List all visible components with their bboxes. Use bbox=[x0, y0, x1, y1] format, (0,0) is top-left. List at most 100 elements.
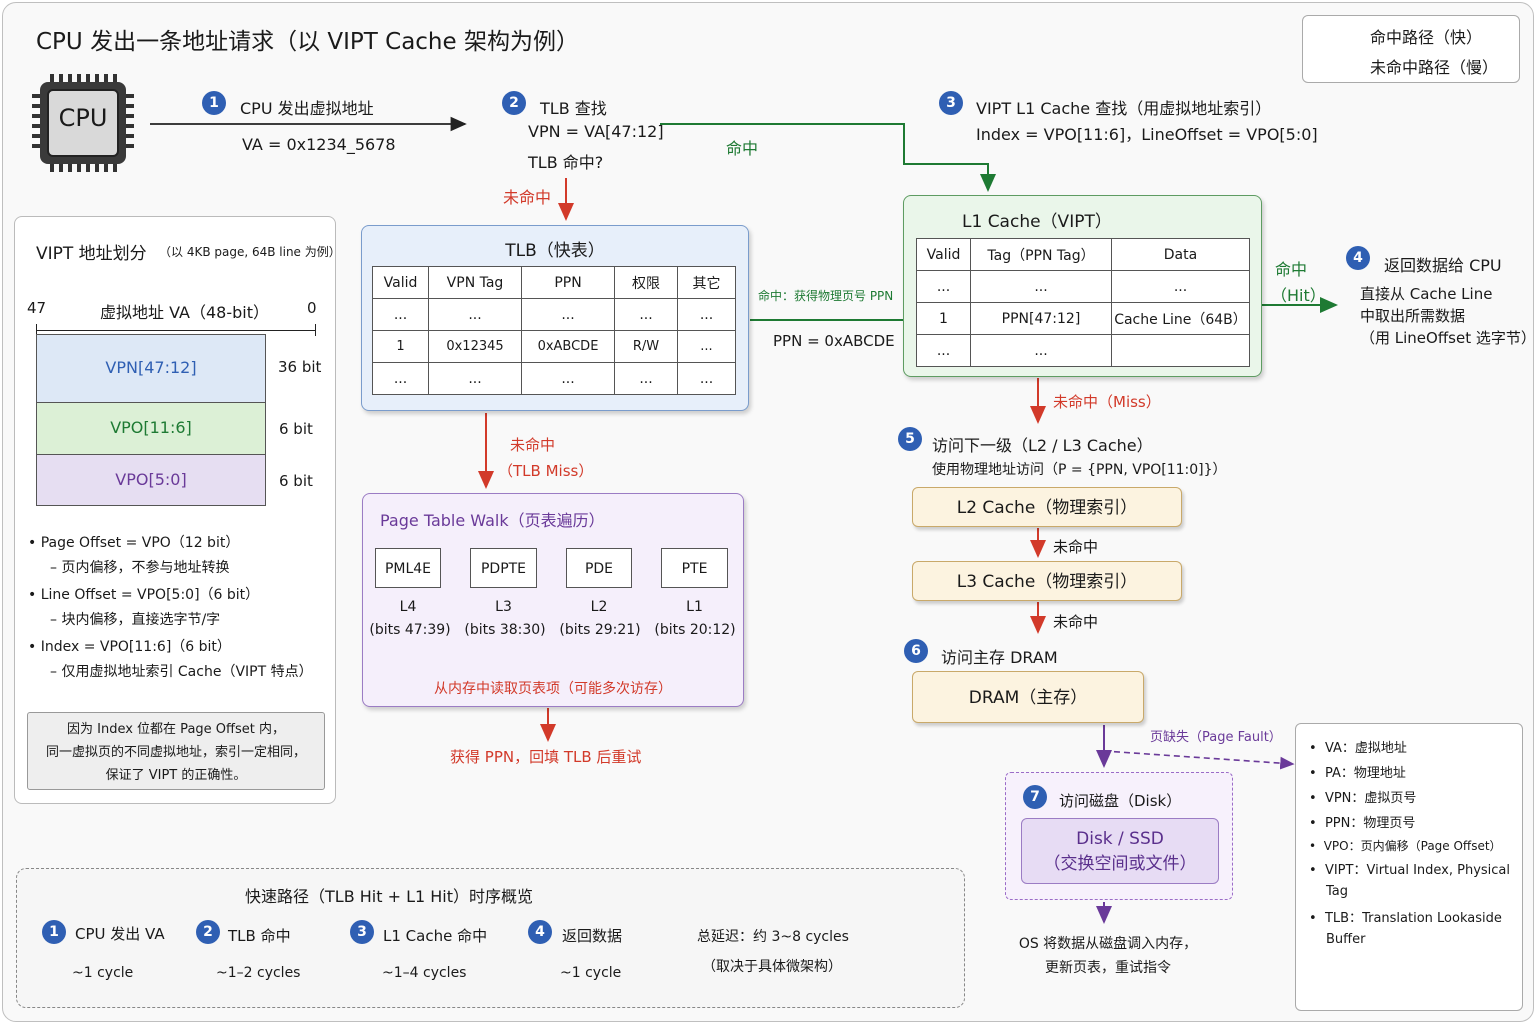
step-6-title: 访问主存 DRAM bbox=[941, 648, 1058, 667]
table-row: ......... bbox=[916, 270, 1250, 303]
tlb-cell: ... bbox=[428, 298, 522, 331]
page-title: CPU 发出一条地址请求（以 VIPT Cache 架构为例） bbox=[36, 29, 579, 55]
tlb-header-cell: 其它 bbox=[677, 266, 736, 299]
vpo-offset-segment-label: VPO[5:0] bbox=[115, 470, 187, 489]
ptw-node-pml4e: PML4E bbox=[375, 548, 441, 588]
tlb-header-cell: Valid bbox=[372, 266, 429, 299]
tlb-title: TLB（快表） bbox=[505, 241, 605, 261]
cpu-chip-icon: CPU bbox=[32, 74, 134, 172]
timeline-title: 快速路径（TLB Hit + L1 Hit）时序概览 bbox=[245, 887, 534, 906]
step-3-badge: 3 bbox=[939, 91, 963, 115]
bullet-sub: – 页内偏移，不参与地址转换 bbox=[50, 560, 230, 576]
l1-miss-label: 未命中（Miss） bbox=[1053, 393, 1161, 411]
tlb-cell: 0x12345 bbox=[428, 330, 522, 363]
bullet-main: Line Offset = VPO[5:0]（6 bit） bbox=[40, 587, 260, 603]
l2-cache-box: L2 Cache（物理索引） bbox=[912, 487, 1182, 527]
step-4-line: 中取出所需数据 bbox=[1360, 307, 1466, 325]
l1-cell: ... bbox=[970, 270, 1112, 303]
bullet-sub: – 块内偏移，直接选字节/字 bbox=[50, 612, 221, 628]
tlb-header-cell: VPN Tag bbox=[428, 266, 522, 299]
l1-cache-title: L1 Cache（VIPT） bbox=[962, 212, 1112, 232]
glossary-item: • TLB：Translation Lookaside Buffer bbox=[1309, 911, 1502, 947]
step-3-index: Index = VPO[11:6]，LineOffset = VPO[5:0] bbox=[976, 125, 1318, 144]
table-row: ............... bbox=[372, 362, 736, 395]
timeline-cycles: ~1 cycle bbox=[560, 965, 622, 981]
l1-cell: ... bbox=[1111, 270, 1250, 303]
step-7-title: 访问磁盘（Disk） bbox=[1059, 792, 1182, 810]
l1-header-cell: Tag（PPN Tag） bbox=[970, 238, 1112, 271]
legend-hit-label: 命中路径（快） bbox=[1370, 28, 1483, 47]
step-1-badge: 1 bbox=[202, 91, 226, 115]
tlb-header-row: Valid VPN Tag PPN 权限 其它 bbox=[372, 266, 736, 299]
tlb-cell: ... bbox=[614, 298, 678, 331]
timeline-badge: 4 bbox=[528, 920, 552, 944]
vpn-segment: VPN[47:12] bbox=[36, 334, 266, 403]
vpo-offset-bits: 6 bit bbox=[279, 472, 313, 490]
glossary-item: • PPN：物理页号 bbox=[1309, 816, 1416, 831]
step-2-badge: 2 bbox=[502, 91, 526, 115]
step-5-badge: 5 bbox=[898, 427, 922, 451]
ptw-bits: (bits 47:39) bbox=[369, 622, 451, 638]
vipt-va-label: 虚拟地址 VA（48-bit） bbox=[100, 303, 269, 322]
glossary-item: • VPN：虚拟页号 bbox=[1309, 791, 1417, 806]
vipt-bit-high: 47 bbox=[27, 299, 47, 317]
timeline-cycles: ~1 cycle bbox=[72, 965, 134, 981]
vpo-offset-segment: VPO[5:0] bbox=[36, 454, 266, 506]
vipt-note-line: 同一虚拟页的不同虚拟地址，索引一定相同， bbox=[45, 745, 306, 760]
cpu-chip-label: CPU bbox=[58, 104, 108, 132]
disk-label: Disk / SSD bbox=[1076, 829, 1164, 849]
table-row: ............... bbox=[372, 298, 736, 331]
tlb-miss-label: 未命中 bbox=[510, 436, 556, 454]
legend bbox=[1302, 15, 1520, 83]
tlb-header-cell: PPN bbox=[521, 266, 615, 299]
tlb-cell: ... bbox=[372, 298, 429, 331]
l3-miss-label: 未命中 bbox=[1053, 613, 1099, 631]
disk-ssd-box: Disk / SSD （交换空间或文件） bbox=[1021, 818, 1219, 884]
timeline-cycles: ~1–2 cycles bbox=[216, 965, 301, 981]
page-fault-label: 页缺失（Page Fault） bbox=[1150, 730, 1282, 745]
ptw-node-pde: PDE bbox=[566, 548, 632, 588]
vipt-note: 因为 Index 位都在 Page Offset 内， 同一虚拟页的不同虚拟地址… bbox=[27, 712, 325, 790]
table-row: ...... bbox=[916, 334, 1250, 367]
tlb-cell: ... bbox=[614, 362, 678, 395]
tlb-cell: 0xABCDE bbox=[521, 330, 615, 363]
ptw-title: Page Table Walk（页表遍历） bbox=[380, 511, 605, 530]
disk-sublabel: （交换空间或文件） bbox=[1043, 854, 1197, 874]
vipt-title: VIPT 地址划分 bbox=[36, 244, 147, 264]
step-4-line: （用 LineOffset 选字节） bbox=[1360, 329, 1536, 347]
timeline-label: L1 Cache 命中 bbox=[383, 927, 488, 945]
timeline-label: TLB 命中 bbox=[228, 927, 291, 945]
tlb-hit-label: 命中 bbox=[726, 139, 759, 158]
tlb-cell: ... bbox=[677, 330, 736, 363]
dram-box: DRAM（主存） bbox=[912, 671, 1144, 723]
glossary-item: • PA：物理地址 bbox=[1309, 766, 1406, 781]
l3-cache-box: L3 Cache（物理索引） bbox=[912, 561, 1182, 601]
glossary-panel bbox=[1295, 723, 1523, 1011]
tlb-cell: ... bbox=[521, 362, 615, 395]
step-4-desc: 直接从 Cache Line 中取出所需数据 （用 LineOffset 选字节… bbox=[1360, 283, 1536, 349]
vipt-panel bbox=[14, 216, 336, 804]
step-6-badge: 6 bbox=[904, 639, 928, 663]
ptw-note: 从内存中读取页表项（可能多次访存） bbox=[434, 681, 672, 697]
step-7-badge: 7 bbox=[1023, 785, 1047, 809]
step-1-title: CPU 发出虚拟地址 bbox=[240, 99, 374, 118]
l1-cell: ... bbox=[916, 270, 971, 303]
l2-miss-label: 未命中 bbox=[1053, 538, 1099, 556]
l1-header-cell: Data bbox=[1111, 238, 1250, 271]
timeline-total: 总延迟：约 3~8 cycles bbox=[697, 929, 849, 945]
glossary-item: • VPO：页内偏移（Page Offset） bbox=[1309, 839, 1502, 853]
tlb-cell: R/W bbox=[614, 330, 678, 363]
tlb-hit-ppn-label: 命中：获得物理页号 PPN bbox=[758, 289, 894, 303]
bullet-item: • Index = VPO[11:6]（6 bit） – 仅用虚拟地址索引 Ca… bbox=[28, 636, 333, 688]
ptw-node-pte: PTE bbox=[661, 548, 728, 588]
bullet-main: Index = VPO[11:6]（6 bit） bbox=[40, 639, 231, 655]
l1-header-row: Valid Tag（PPN Tag） Data bbox=[916, 238, 1250, 271]
step-2-vpn: VPN = VA[47:12] bbox=[528, 122, 664, 141]
vipt-note-line: 因为 Index 位都在 Page Offset 内， bbox=[67, 722, 285, 737]
os-note-line: 更新页表，重试指令 bbox=[1045, 960, 1171, 976]
page-table-walk-box bbox=[362, 493, 744, 707]
step-5-desc: 使用物理地址访问（P = {PPN, VPO[11:0]}） bbox=[932, 462, 1227, 478]
l1-cell: ... bbox=[916, 334, 971, 367]
